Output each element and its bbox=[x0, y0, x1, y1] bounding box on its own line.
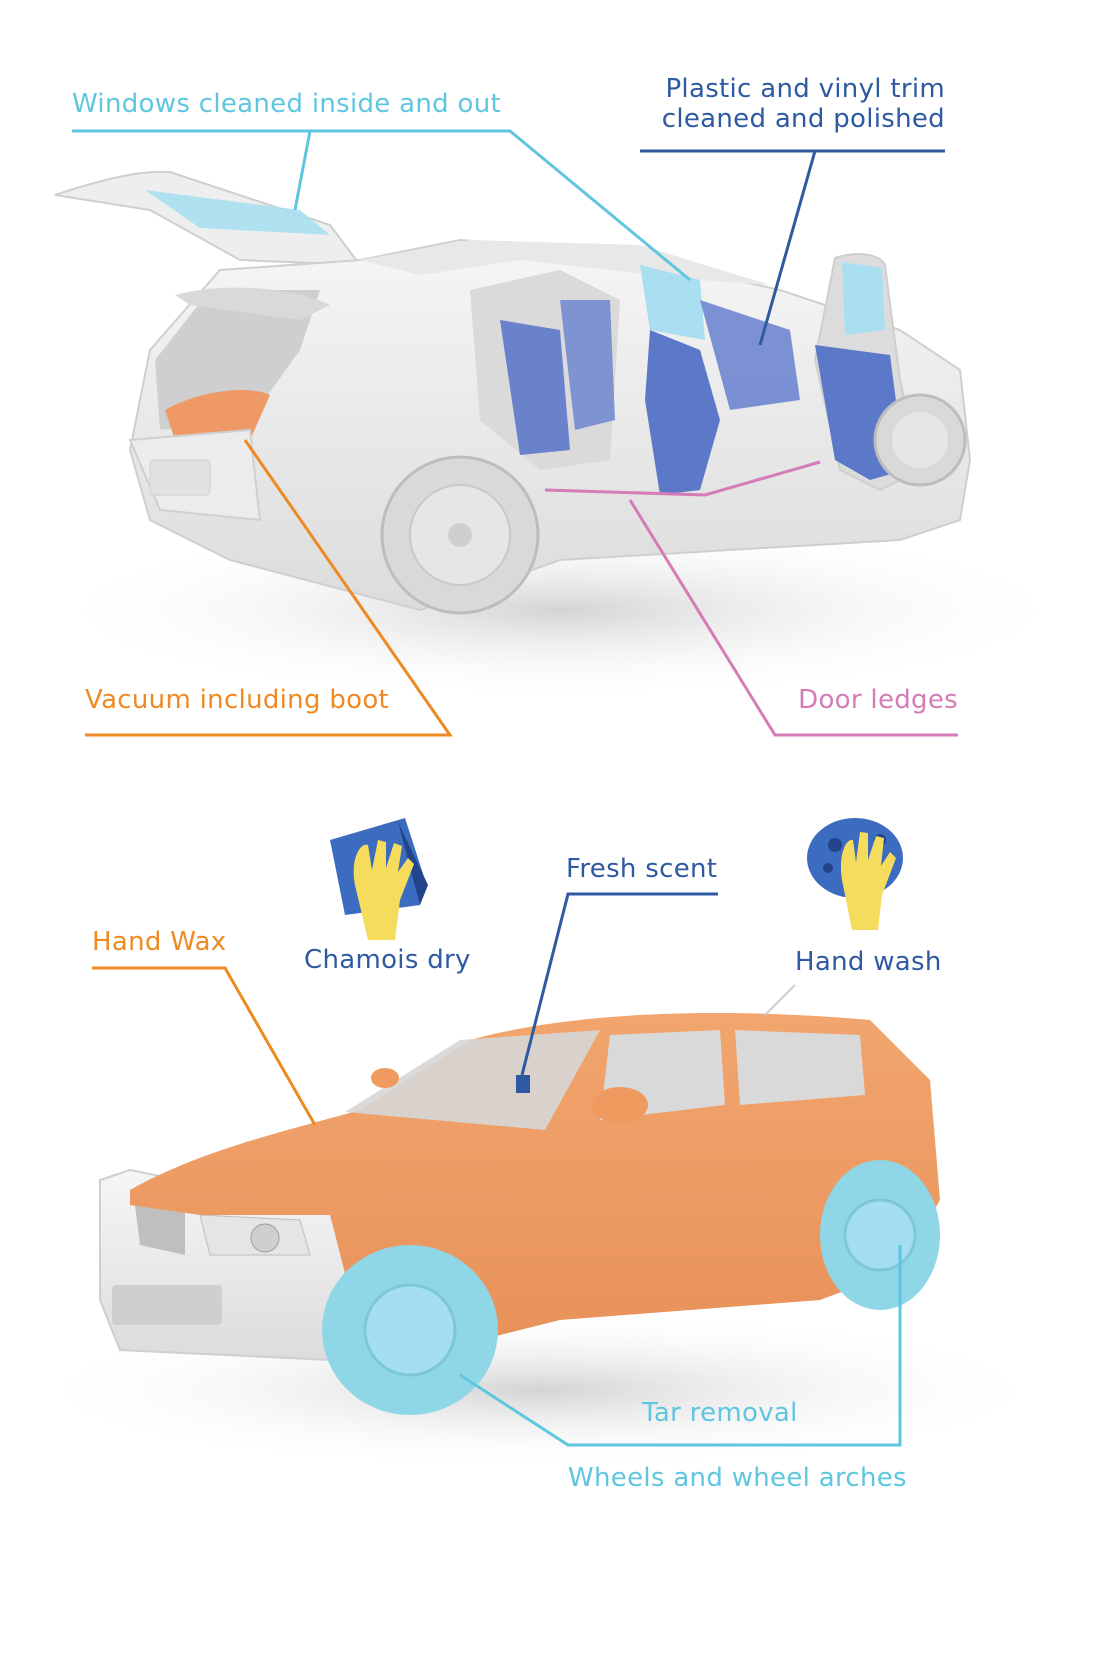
wheels-leader-line bbox=[459, 1245, 902, 1447]
hand-wash-label: Hand wash bbox=[795, 947, 942, 977]
vacuum-label: Vacuum including boot bbox=[85, 685, 390, 715]
wheels-label: Wheels and wheel arches bbox=[568, 1463, 907, 1493]
fresh-scent-leader-line bbox=[520, 892, 718, 1076]
windows-tailgate-leader-line bbox=[293, 130, 312, 211]
tar-removal-label: Tar removal bbox=[642, 1398, 798, 1428]
exterior-car-illustration bbox=[20, 1012, 1060, 1470]
trim-label-line1: Plastic and vinyl trim bbox=[665, 74, 945, 104]
interior-leader-lines bbox=[72, 129, 958, 737]
chamois-dry-label: Chamois dry bbox=[304, 945, 471, 975]
ledges-leader-line bbox=[628, 499, 958, 737]
sponge-glove-icon bbox=[807, 818, 903, 930]
fresh-scent-label: Fresh scent bbox=[566, 854, 718, 884]
windows-leader-line bbox=[72, 129, 691, 282]
hand-wax-leader-line bbox=[92, 966, 317, 1126]
windows-label: Windows cleaned inside and out bbox=[72, 89, 502, 119]
door-ledges-label: Door ledges bbox=[798, 685, 958, 715]
exterior-leader-lines bbox=[92, 892, 902, 1447]
trim-pointer-line bbox=[758, 150, 817, 346]
trim-label-line2: cleaned and polished bbox=[661, 104, 945, 134]
vacuum-leader-line bbox=[85, 439, 453, 737]
chamois-glove-icon bbox=[330, 818, 428, 940]
interior-car-illustration bbox=[40, 170, 1080, 700]
hand-wash-antenna-line bbox=[764, 984, 796, 1016]
hand-wax-label: Hand Wax bbox=[92, 927, 227, 957]
